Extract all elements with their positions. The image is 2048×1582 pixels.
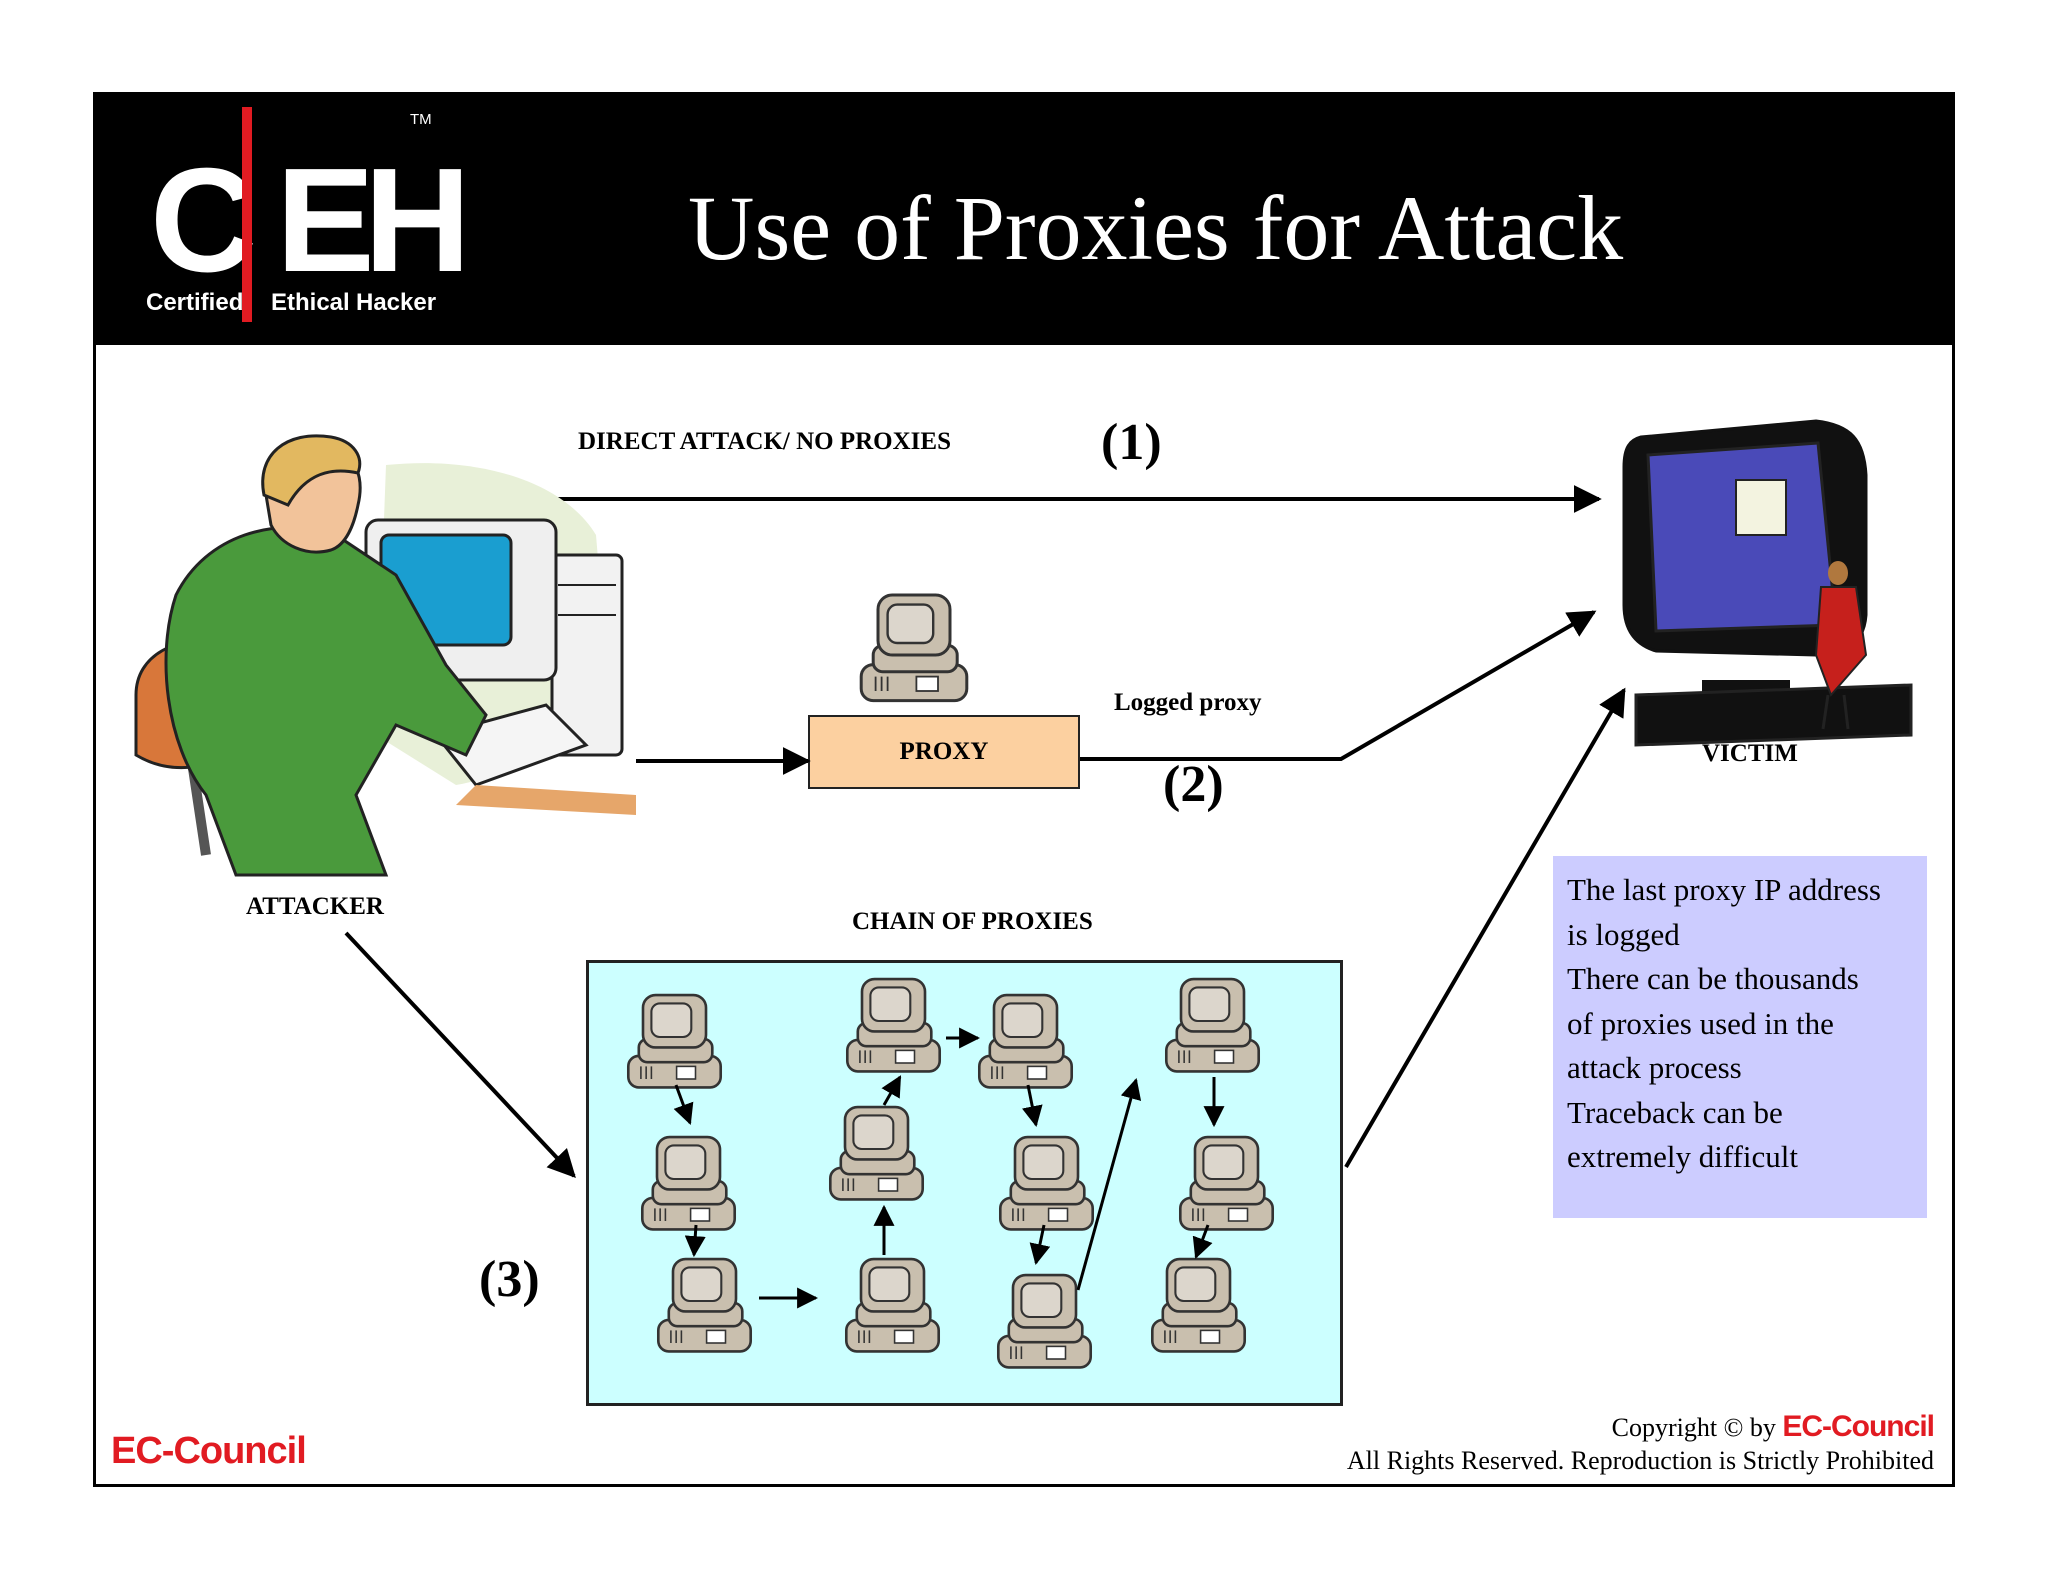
proxy-box: PROXY (808, 715, 1080, 789)
proxy-to-victim-arrow (1080, 610, 1597, 761)
slide: C E H TM Certified Ethical Hacker Use of… (93, 92, 1955, 1487)
info-line: extremely difficult (1567, 1139, 1798, 1174)
info-box: The last proxy IP address is logged Ther… (1553, 856, 1927, 1218)
rights-text: All Rights Reserved. Reproduction is Str… (1346, 1446, 1934, 1475)
logo-letter-e: E (276, 138, 377, 303)
ec-council-brand: EC-Council (111, 1430, 307, 1472)
step-2-label: (2) (1163, 756, 1224, 813)
diagram-artwork (134, 419, 1913, 1369)
logo-sub-certified: Certified (146, 289, 244, 316)
attacker-to-chain-arrow (344, 931, 576, 1179)
victim-illustration (1622, 419, 1913, 747)
info-line: attack process (1567, 1050, 1742, 1085)
logo-sub-hacker: Hacker (356, 289, 437, 316)
logo-sub-ethical: Ethical (271, 289, 350, 316)
step-1-label: (1) (1101, 414, 1162, 471)
copyright-prefix: Copyright © by (1611, 1413, 1783, 1442)
logged-proxy-label: Logged proxy (1114, 689, 1262, 716)
chain-of-proxies-label: CHAIN OF PROXIES (852, 908, 1093, 935)
header-bar: C E H TM Certified Ethical Hacker Use of… (96, 95, 1952, 345)
page-title: Use of Proxies for Attack (688, 177, 1624, 279)
logo-red-bar (242, 107, 252, 322)
attacker-illustration (134, 434, 636, 877)
proxy-computer-icon (859, 593, 969, 703)
attacker-label: ATTACKER (246, 893, 384, 920)
info-line: Traceback can be (1567, 1094, 1783, 1130)
direct-attack-label: DIRECT ATTACK/ NO PROXIES (578, 428, 951, 455)
step-3-label: (3) (479, 1251, 540, 1308)
logo-letter-c: C (150, 138, 259, 303)
logo-trademark: TM (410, 111, 432, 128)
info-line: The last proxy IP address (1567, 872, 1881, 907)
logo-letter-h: H (364, 138, 473, 303)
info-line: There can be thousands (1567, 961, 1859, 996)
victim-label: VICTIM (1702, 740, 1798, 767)
copyright-brand: EC-Council (1782, 1410, 1935, 1443)
proxy-label: PROXY (899, 738, 989, 765)
info-line: is logged (1567, 916, 1680, 952)
chain-arrows (673, 1027, 1225, 1309)
chain-to-victim-arrow (1344, 687, 1626, 1169)
copyright-notice: Copyright © by EC-Council All Rights Res… (1346, 1410, 1935, 1477)
info-line: of proxies used in the (1567, 1005, 1834, 1041)
